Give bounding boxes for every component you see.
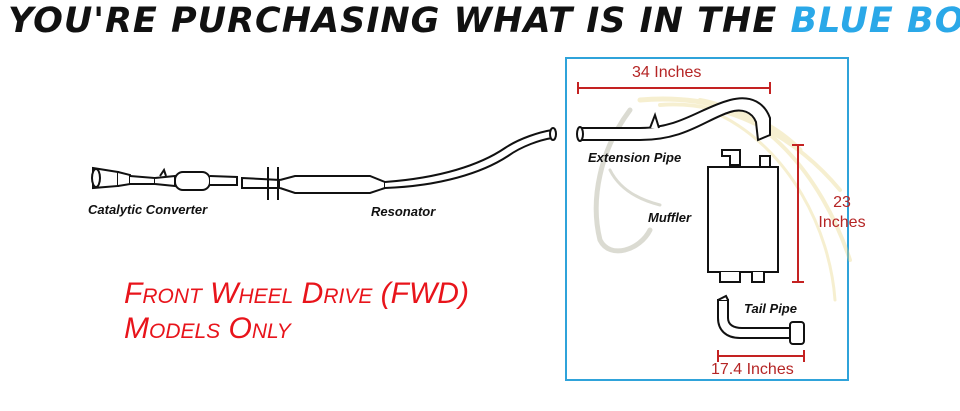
label-tail-pipe: Tail Pipe [744, 301, 797, 316]
label-extension-pipe: Extension Pipe [588, 150, 682, 165]
dimension-height-unit: Inches [818, 214, 866, 231]
label-muffler: Muffler [648, 210, 692, 225]
resonator-section [241, 127, 557, 200]
muffler [707, 149, 779, 283]
blue-box [565, 57, 849, 381]
catalytic-converter [91, 166, 238, 191]
notice-line-2: Models Only [124, 312, 291, 345]
tail-pipe [717, 294, 805, 345]
label-resonator: Resonator [371, 204, 436, 219]
extension-pipe [576, 97, 771, 142]
label-catalytic-converter: Catalytic Converter [88, 202, 208, 217]
headline-highlight: BLUE BOX [790, 1, 960, 41]
dimension-width-bottom: 17.4 Inches [711, 361, 794, 378]
headline-prefix: YOU'RE PURCHASING WHAT IS IN THE [8, 1, 778, 41]
dimension-width-top: 34 Inches [632, 64, 702, 81]
headline: YOU'RE PURCHASING WHAT IS IN THE BLUE BO… [8, 0, 960, 42]
dimension-height-number: 23 [833, 194, 851, 211]
dimension-lines [577, 82, 805, 362]
notice-line-1: Front Wheel Drive (FWD) [124, 277, 469, 310]
